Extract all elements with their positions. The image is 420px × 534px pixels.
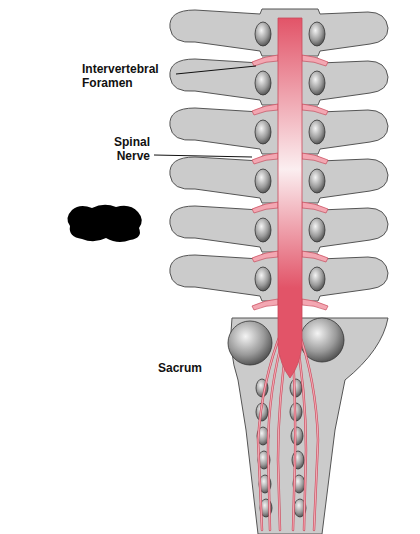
part-label: Sacrum [158, 361, 228, 375]
part-label: Intervertebral Foramen [82, 62, 174, 90]
part-label: Spinal Nerve [98, 135, 150, 163]
